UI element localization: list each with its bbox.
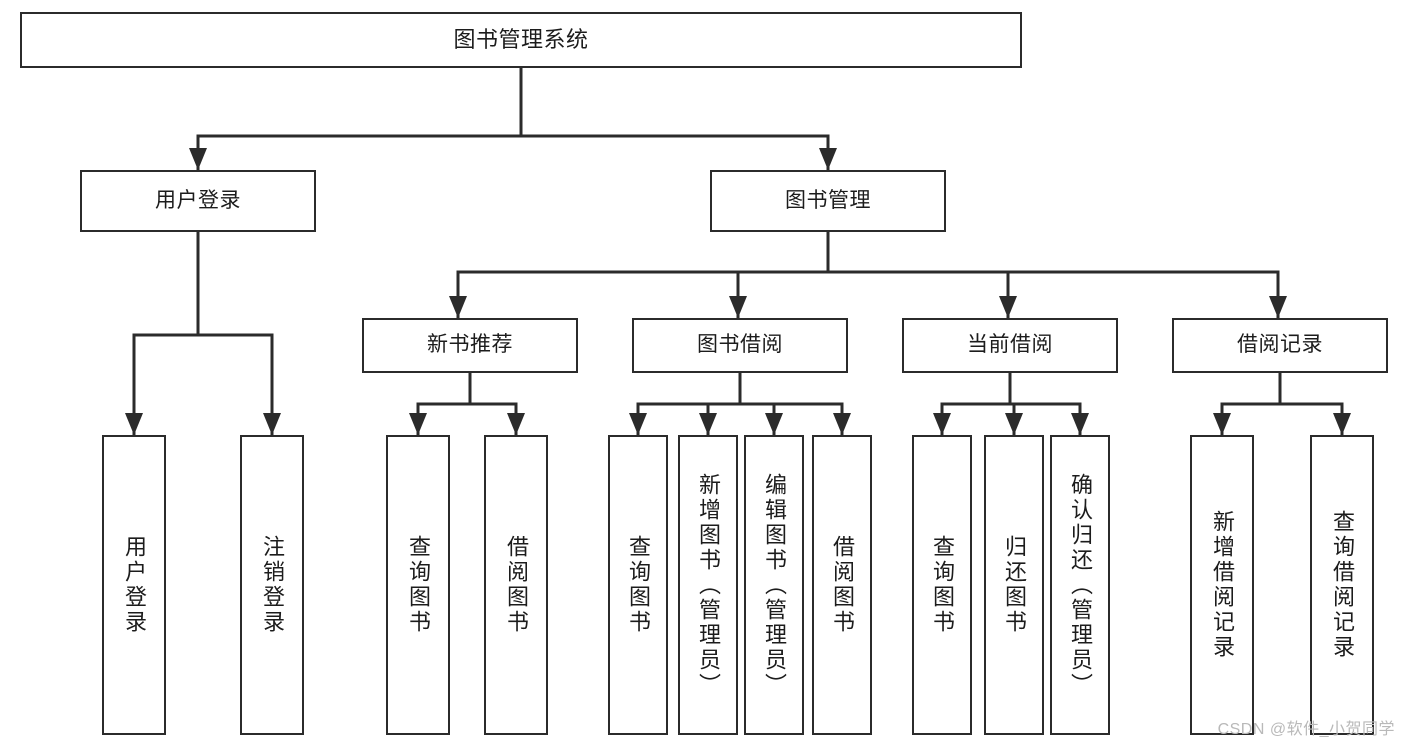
node-leaf-logout-login[interactable]: 注销登录 [240,435,304,735]
node-book-manage[interactable]: 图书管理 [710,170,946,232]
node-label-leaf-return-book: 归还图书 [1001,535,1027,635]
node-root[interactable]: 图书管理系统 [20,12,1022,68]
edge-group-new-book-recommend-to-leaves [409,371,525,437]
node-label-new-book-recommend: 新书推荐 [427,333,513,357]
arrowhead-icon-leaf-user-login [125,413,143,435]
arrowhead-icon-leaf-return-book [1005,413,1023,435]
arrowhead-icon-leaf-borrow-book-2 [833,413,851,435]
node-label-leaf-user-login: 用户登录 [121,535,147,635]
edge-group-book-borrow-to-leaves [629,371,851,437]
node-label-leaf-query-book-1: 查询图书 [405,535,431,635]
node-leaf-query-book-1[interactable]: 查询图书 [386,435,450,735]
node-leaf-query-borrow-record[interactable]: 查询借阅记录 [1310,435,1374,735]
node-label-book-manage: 图书管理 [785,188,871,212]
node-label-leaf-add-book: 新增图书（管理员） [695,472,721,698]
node-label-leaf-query-book-2: 查询图书 [625,535,651,635]
edge-group-book-manage-to-level2 [449,230,1287,320]
node-leaf-borrow-book-2[interactable]: 借阅图书 [812,435,872,735]
arrowhead-icon-current-borrow [999,296,1017,318]
node-leaf-query-book-3[interactable]: 查询图书 [912,435,972,735]
node-label-book-borrow: 图书借阅 [697,333,783,357]
watermark-label: CSDN @软件_小贺同学 [1217,721,1395,738]
node-label-leaf-query-borrow-record: 查询借阅记录 [1329,510,1355,660]
arrowhead-icon-leaf-query-book-1 [409,413,427,435]
node-leaf-confirm-return[interactable]: 确认归还（管理员） [1050,435,1110,735]
arrowhead-icon-leaf-query-book-3 [933,413,951,435]
arrowhead-icon-book-manage [819,148,837,170]
node-label-current-borrow: 当前借阅 [967,333,1053,357]
arrowhead-icon-leaf-logout-login [263,413,281,435]
arrowhead-icon-leaf-borrow-book-1 [507,413,525,435]
edge-group-borrow-records-to-leaves [1213,371,1351,437]
node-label-root: 图书管理系统 [453,27,589,53]
edge-group-root-to-level1 [189,66,837,172]
arrowhead-icon-user-login [189,148,207,170]
node-label-leaf-borrow-book-1: 借阅图书 [503,535,529,635]
node-label-leaf-query-book-3: 查询图书 [929,535,955,635]
node-leaf-return-book[interactable]: 归还图书 [984,435,1044,735]
node-new-book-recommend[interactable]: 新书推荐 [362,318,578,373]
node-borrow-records[interactable]: 借阅记录 [1172,318,1388,373]
node-user-login[interactable]: 用户登录 [80,170,316,232]
arrowhead-icon-leaf-confirm-return [1071,413,1089,435]
node-current-borrow[interactable]: 当前借阅 [902,318,1118,373]
node-label-leaf-add-borrow-record: 新增借阅记录 [1209,510,1235,660]
edge-group-current-borrow-to-leaves [933,371,1089,437]
arrowhead-icon-new-book-recommend [449,296,467,318]
arrowhead-icon-leaf-edit-book [765,413,783,435]
node-leaf-query-book-2[interactable]: 查询图书 [608,435,668,735]
node-leaf-add-borrow-record[interactable]: 新增借阅记录 [1190,435,1254,735]
node-leaf-borrow-book-1[interactable]: 借阅图书 [484,435,548,735]
edge-group-user-login-to-leaves [125,230,281,437]
node-leaf-add-book[interactable]: 新增图书（管理员） [678,435,738,735]
arrowhead-icon-book-borrow [729,296,747,318]
node-leaf-user-login[interactable]: 用户登录 [102,435,166,735]
arrowhead-icon-borrow-records [1269,296,1287,318]
node-label-leaf-logout-login: 注销登录 [259,535,285,635]
node-label-leaf-edit-book: 编辑图书（管理员） [761,472,787,698]
node-label-leaf-borrow-book-2: 借阅图书 [829,535,855,635]
arrowhead-icon-leaf-query-book-2 [629,413,647,435]
node-book-borrow[interactable]: 图书借阅 [632,318,848,373]
arrowhead-icon-leaf-add-borrow-record [1213,413,1231,435]
node-label-borrow-records: 借阅记录 [1237,333,1323,357]
arrowhead-icon-leaf-query-borrow-record [1333,413,1351,435]
node-leaf-edit-book[interactable]: 编辑图书（管理员） [744,435,804,735]
node-label-leaf-confirm-return: 确认归还（管理员） [1067,472,1093,698]
node-label-user-login: 用户登录 [155,188,241,212]
arrowhead-icon-leaf-add-book [699,413,717,435]
